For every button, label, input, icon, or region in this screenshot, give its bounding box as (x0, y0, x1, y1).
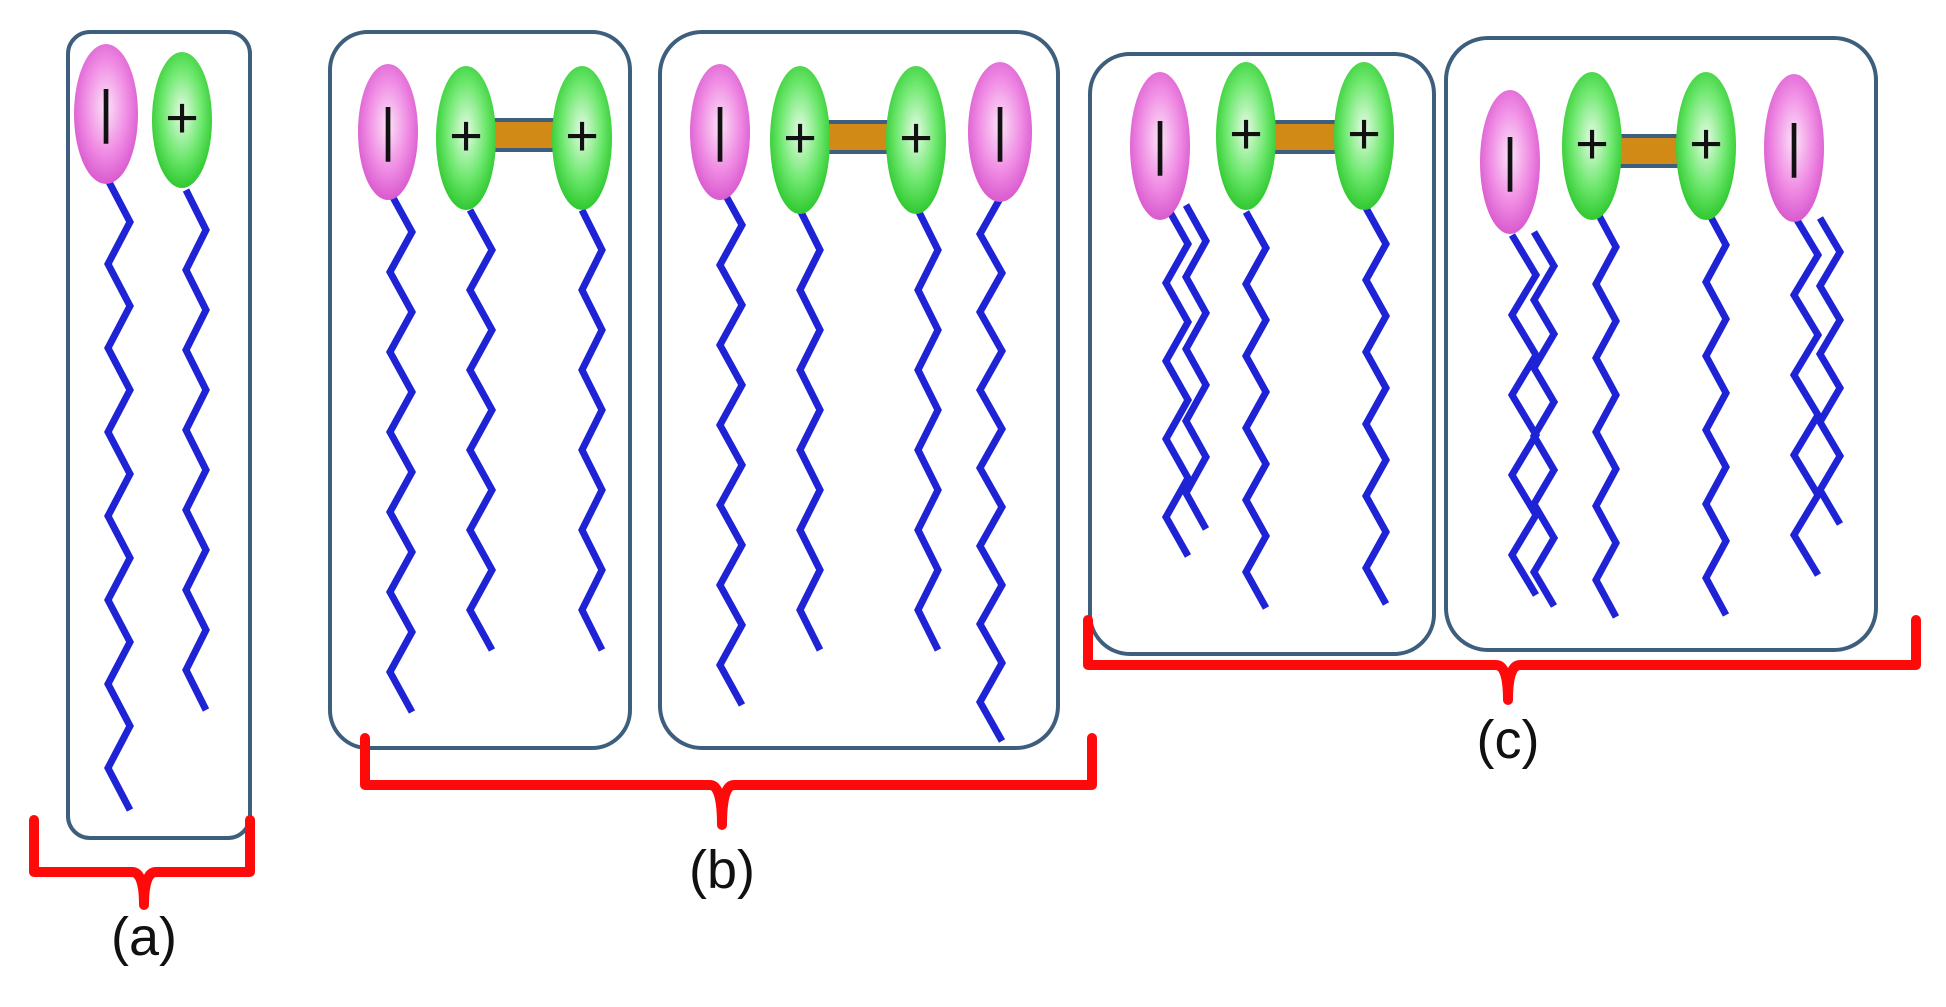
minus-sign: | (1152, 112, 1167, 177)
anionic-head-shape (968, 62, 1032, 202)
cationic-head-shape (552, 66, 612, 210)
brace-b (360, 733, 1097, 830)
tail-c2-anionic-2b (1815, 216, 1845, 526)
plus-sign: + (1689, 112, 1723, 177)
plus-sign: + (449, 104, 483, 169)
head-b2-cationic-1: + (770, 66, 830, 214)
head-b1-cationic-1: + (436, 66, 496, 210)
head-a-cationic: + (152, 52, 212, 188)
anionic-head-shape (1480, 90, 1540, 234)
tail-b2-cationic-2 (914, 208, 942, 652)
head-b1-anionic: | (358, 64, 418, 200)
minus-sign: | (1502, 128, 1517, 193)
head-c1-anionic: | (1130, 72, 1190, 220)
minus-sign: | (98, 80, 113, 145)
tails-layer (104, 178, 1845, 812)
tail-b1-cationic-1 (466, 208, 496, 652)
brace-c (1083, 615, 1921, 705)
minus-sign: | (992, 98, 1007, 163)
tail-c2-anionic-1b (1529, 230, 1559, 608)
plus-sign: + (1229, 102, 1263, 167)
cationic-head-shape (1562, 72, 1622, 220)
plus-sign: + (165, 86, 199, 151)
head-c1-cationic-2: + (1334, 62, 1394, 210)
tail-c1-cationic-1 (1241, 210, 1271, 610)
tail-a-anionic (104, 178, 134, 812)
plus-sign: + (1347, 102, 1381, 167)
anionic-head-shape (74, 44, 138, 184)
tail-c1-cationic-2 (1361, 206, 1391, 606)
head-b2-anionic-2: | (968, 62, 1032, 202)
braces-layer (29, 615, 1921, 910)
heads-layer: | + | + + | + + | | + + | + + | (74, 44, 1824, 234)
brace-a (29, 815, 255, 910)
head-c2-anionic-2: | (1764, 74, 1824, 222)
label-c: (c) (1477, 710, 1540, 770)
cationic-head-shape (152, 52, 212, 188)
tail-b1-cationic-2 (578, 208, 606, 652)
tail-c1-anionic-a (1161, 203, 1193, 558)
anionic-head-shape (1764, 74, 1824, 222)
head-c2-anionic-1: | (1480, 90, 1540, 234)
head-b2-anionic-1: | (690, 64, 750, 200)
minus-sign: | (1786, 114, 1801, 179)
minus-sign: | (380, 98, 395, 163)
plus-sign: + (565, 104, 599, 169)
tail-b2-anionic-2 (975, 193, 1007, 743)
minus-sign: | (712, 98, 727, 163)
cationic-head-shape (1216, 62, 1276, 210)
tail-b1-anionic (386, 190, 416, 714)
cationic-head-shape (1676, 72, 1736, 220)
cationic-head-shape (1334, 62, 1394, 210)
anionic-head-shape (690, 64, 750, 200)
cationic-head-shape (770, 66, 830, 214)
plus-sign: + (899, 106, 933, 171)
head-b1-cationic-2: + (552, 66, 612, 210)
head-c2-cationic-1: + (1562, 72, 1622, 220)
plus-sign: + (1575, 112, 1609, 177)
box-c2 (1444, 36, 1878, 652)
head-b2-cationic-2: + (886, 66, 946, 214)
head-a-anionic: | (74, 44, 138, 184)
tail-c1-anionic-b (1181, 203, 1211, 531)
head-c1-cationic-1: + (1216, 62, 1276, 210)
anionic-head-shape (1130, 72, 1190, 220)
tail-a-cationic (182, 188, 210, 712)
head-c2-cationic-2: + (1676, 72, 1736, 220)
tail-c2-anionic-1a (1507, 233, 1541, 597)
plus-sign: + (783, 106, 817, 171)
cationic-head-shape (886, 66, 946, 214)
label-a: (a) (111, 907, 177, 967)
tail-b2-anionic-1 (716, 183, 746, 707)
tail-c2-anionic-2a (1789, 213, 1823, 577)
anionic-head-shape (358, 64, 418, 200)
box-b2 (658, 30, 1060, 750)
cationic-head-shape (436, 66, 496, 210)
label-b: (b) (689, 840, 755, 900)
tail-c2-cationic-1 (1592, 208, 1620, 619)
tail-c2-cationic-2 (1702, 206, 1730, 617)
tail-b2-cationic-1 (796, 208, 824, 652)
